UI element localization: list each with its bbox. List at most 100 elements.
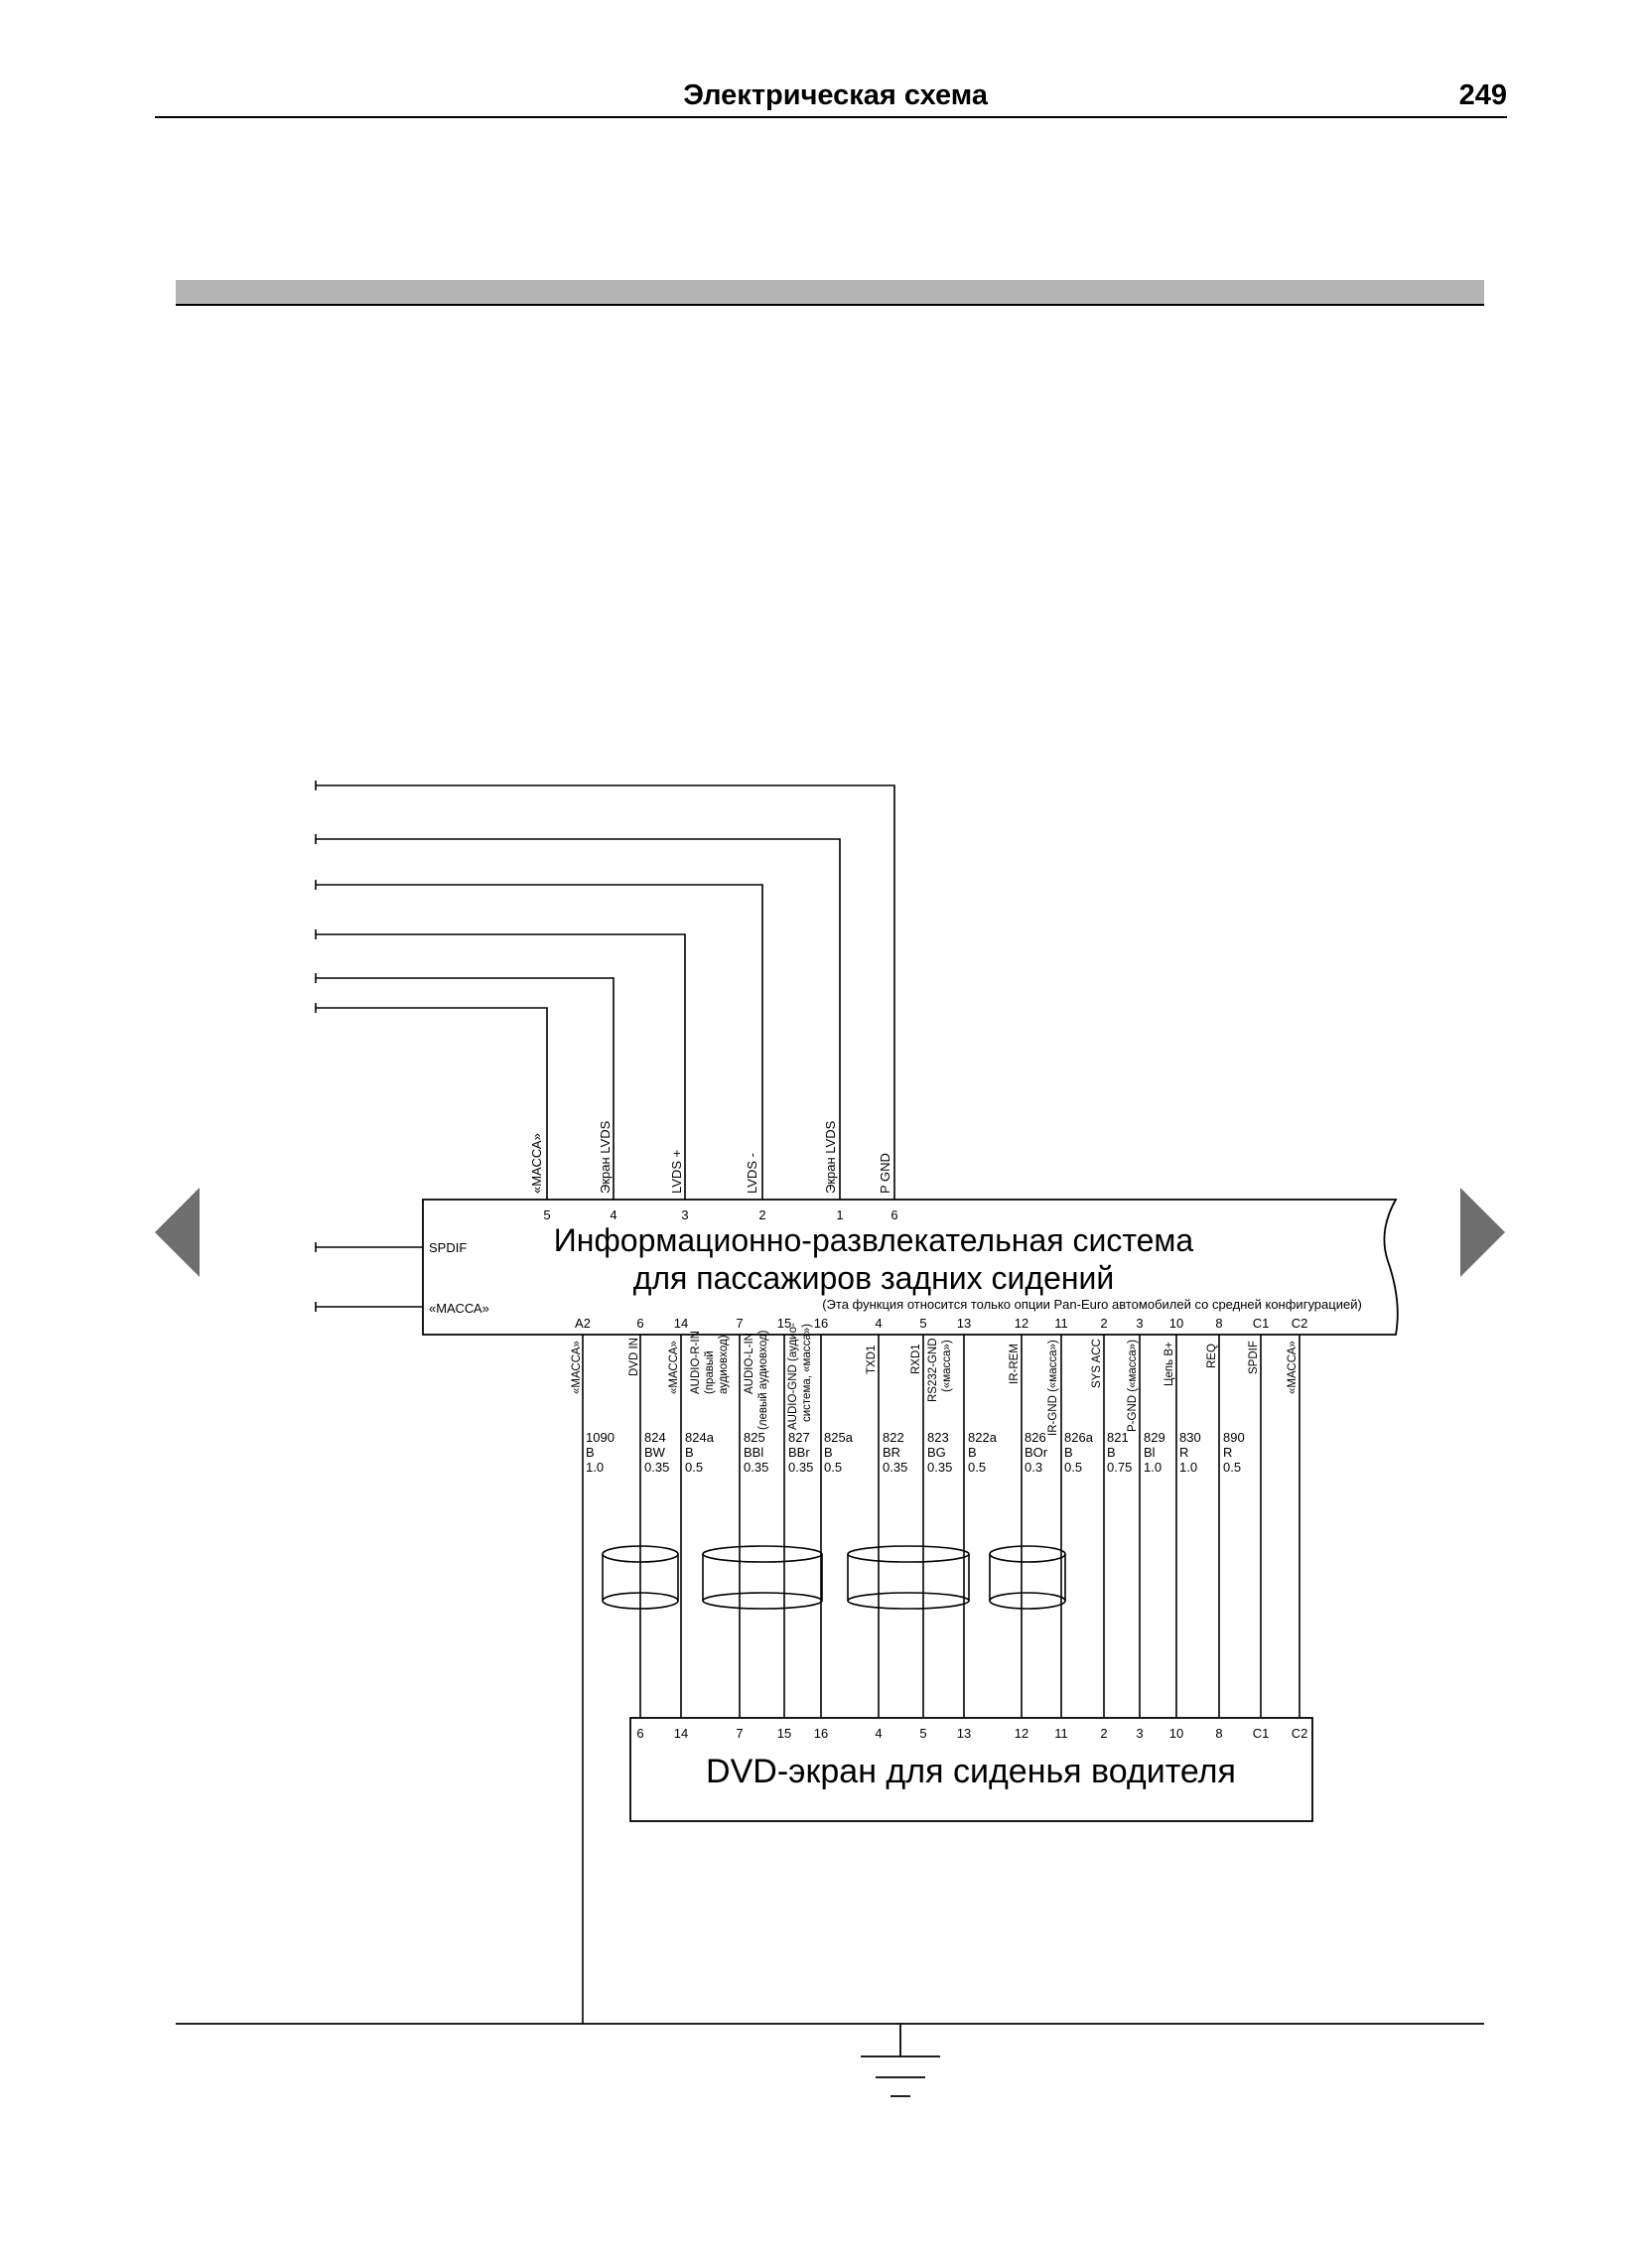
wire-color: BG <box>927 1445 946 1460</box>
dvd-unit-box <box>629 1717 1313 1822</box>
bottom-pin-label: AUDIO-R-IN <box>690 1331 702 1394</box>
wire-code: 826 <box>1025 1430 1046 1445</box>
dvd-pin-number: 13 <box>957 1726 971 1741</box>
dvd-pin-number: C2 <box>1292 1726 1308 1741</box>
dvd-pin-number: 3 <box>1136 1726 1143 1741</box>
bottom-pin-label: (правый <box>704 1350 716 1394</box>
main-unit-box <box>422 1199 1399 1336</box>
bottom-pin-number: 6 <box>636 1316 643 1331</box>
bottom-pin-label: система, «масса») <box>801 1324 813 1422</box>
bottom-pin-label: Цепь B+ <box>1163 1342 1175 1386</box>
bottom-pin-label: DVD IN <box>628 1338 640 1376</box>
bottom-pin-number: 3 <box>1136 1316 1143 1331</box>
bottom-pin-number: A2 <box>575 1316 591 1331</box>
main-unit-title-line1: Информационно-развлекательная система <box>554 1222 1194 1258</box>
next-page-arrow-icon[interactable] <box>1460 1188 1505 1277</box>
bottom-pin-label: REQ <box>1206 1344 1218 1368</box>
wire-color: B <box>1107 1445 1116 1460</box>
wire-size: 0.35 <box>788 1460 813 1475</box>
ground-symbol-icon <box>861 2024 940 2097</box>
bottom-pin-number: 8 <box>1215 1316 1222 1331</box>
top-pin-number: 6 <box>890 1207 897 1222</box>
wire-size: 0.75 <box>1107 1460 1132 1475</box>
wire-code: 826a <box>1064 1430 1094 1445</box>
bottom-pin-label: RS232-GND <box>927 1338 939 1402</box>
wire-code: 827 <box>788 1430 810 1445</box>
wire-size: 1.0 <box>586 1460 604 1475</box>
bottom-pin-label: «МАССА» <box>668 1341 680 1394</box>
wire-size: 0.5 <box>824 1460 842 1475</box>
wire-code: 830 <box>1179 1430 1201 1445</box>
bottom-pin-label: AUDIO-GND (аудио- <box>787 1323 799 1430</box>
bottom-pin-number: 7 <box>736 1316 743 1331</box>
wire-color: R <box>1179 1445 1188 1460</box>
wire-color: B <box>586 1445 595 1460</box>
bottom-pin-number: 16 <box>814 1316 828 1331</box>
bottom-pin-label: аудиовход) <box>718 1335 730 1394</box>
bottom-pin-label: RXD1 <box>910 1344 922 1374</box>
wire-color: Bl <box>1144 1445 1156 1460</box>
wire-code: 824 <box>644 1430 666 1445</box>
bottom-pin-number: 12 <box>1015 1316 1028 1331</box>
bottom-pin-label: «МАССА» <box>571 1341 583 1394</box>
wire-size: 0.35 <box>927 1460 952 1475</box>
dvd-pin-number: C1 <box>1253 1726 1270 1741</box>
dvd-unit-title: DVD-экран для сиденья водителя <box>706 1753 1236 1790</box>
wire-size: 0.35 <box>883 1460 907 1475</box>
wire-code: 825a <box>824 1430 854 1445</box>
bottom-pin-label: («масса») <box>941 1340 953 1392</box>
top-pin-label: Экран LVDS <box>598 1120 613 1194</box>
wire-color: B <box>1064 1445 1073 1460</box>
wire-code: 1090 <box>586 1430 615 1445</box>
bottom-pin-label: (левый аудиовход) <box>757 1330 769 1430</box>
wire-code: 825 <box>744 1430 765 1445</box>
top-pin-number: 5 <box>543 1207 550 1222</box>
top-pin-label: «МАССА» <box>529 1133 544 1194</box>
wire-code: 821 <box>1107 1430 1129 1445</box>
dvd-pin-number: 5 <box>919 1726 926 1741</box>
grey-band <box>176 280 1484 304</box>
wire-code: 822a <box>968 1430 998 1445</box>
wire-size: 1.0 <box>1144 1460 1162 1475</box>
dvd-pin-number: 4 <box>875 1726 882 1741</box>
wire-code: 822 <box>883 1430 904 1445</box>
bottom-pin-labels: «МАССА» DVD IN «МАССА» AUDIO-R-IN (правы… <box>571 1323 1299 1436</box>
bottom-pin-label: AUDIO-L-IN <box>744 1333 755 1394</box>
dvd-pin-number: 11 <box>1054 1726 1068 1741</box>
main-unit-left-label-massa: «МАССА» <box>429 1301 489 1316</box>
bottom-pin-number: C2 <box>1292 1316 1308 1331</box>
prev-page-arrow-icon[interactable] <box>155 1188 200 1277</box>
section-title: Электрическая схема <box>683 79 989 111</box>
shield-cylinders <box>602 1545 1066 1610</box>
dvd-pin-number: 12 <box>1015 1726 1028 1741</box>
bottom-pin-number: 11 <box>1054 1316 1068 1331</box>
wire-size: 0.35 <box>744 1460 768 1475</box>
main-unit-note: (Эта функция относится только опции Pan-… <box>822 1297 1362 1312</box>
wire-code: 824a <box>685 1430 715 1445</box>
main-unit-title-line2: для пассажиров задних сидений <box>633 1260 1115 1296</box>
wire-code: 823 <box>927 1430 949 1445</box>
bottom-pin-label: TXD1 <box>866 1346 878 1374</box>
dvd-pin-number: 16 <box>814 1726 828 1741</box>
wire-color: BW <box>644 1445 666 1460</box>
top-pin-number: 3 <box>681 1207 688 1222</box>
top-pin-label: Экран LVDS <box>823 1120 838 1194</box>
dvd-pin-number: 6 <box>636 1726 643 1741</box>
bottom-pin-number: C1 <box>1253 1316 1270 1331</box>
wire-color: BOr <box>1025 1445 1048 1460</box>
dvd-pin-numbers: 6 14 7 15 16 4 5 13 12 11 2 3 10 8 C1 C2 <box>636 1726 1307 1741</box>
wire-size: 0.5 <box>968 1460 986 1475</box>
top-pin-number: 2 <box>758 1207 765 1222</box>
bottom-pin-number: 2 <box>1100 1316 1107 1331</box>
wire-color: B <box>968 1445 977 1460</box>
top-pin-label: P GND <box>878 1153 892 1194</box>
wire-code: 890 <box>1223 1430 1245 1445</box>
main-top-pin-numbers: 5 4 3 2 1 6 <box>543 1207 897 1222</box>
bottom-pin-label: IR-GND («масса») <box>1047 1340 1059 1436</box>
wire-size: 0.5 <box>1223 1460 1241 1475</box>
wire-color: B <box>685 1445 694 1460</box>
page-number: 249 <box>1459 79 1507 111</box>
dvd-pin-number: 2 <box>1100 1726 1107 1741</box>
wire-size: 0.5 <box>1064 1460 1082 1475</box>
